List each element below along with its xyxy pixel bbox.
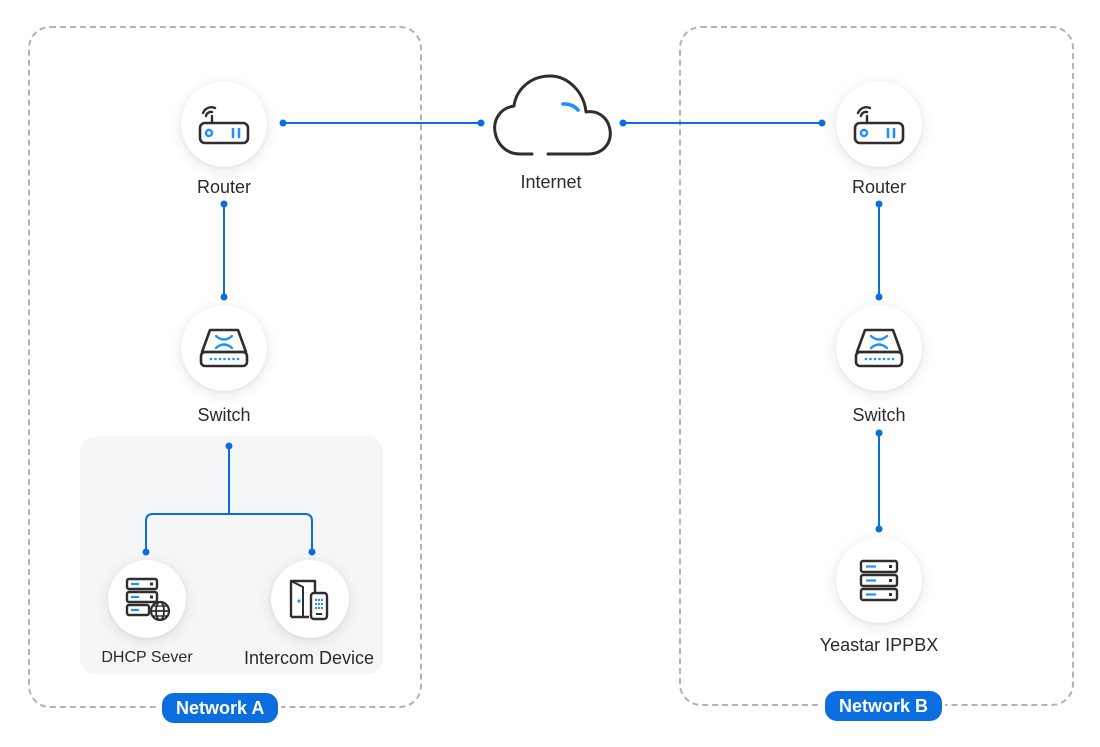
switch-a-label: Switch [197,405,251,425]
router-b-label: Router [851,177,907,197]
dhcp-server-node[interactable] [108,560,186,638]
endpoint-dot [220,200,228,208]
endpoint-dot [818,119,826,127]
intercom-device-label: Intercom Device [243,648,375,668]
cloud-icon [493,74,612,156]
endpoint-dot [279,119,287,127]
dhcp-server-label: DHCP Sever [101,649,193,666]
intercom-icon [289,579,329,621]
switch-icon [854,328,904,368]
link-switch-a-endpoints [145,446,313,552]
intercom-device-node[interactable] [271,560,349,638]
endpoint-dot [875,429,883,437]
endpoint-dot [477,119,485,127]
router-a-label: Router [196,177,252,197]
endpoint-dot [220,293,228,301]
endpoint-dot [308,548,316,556]
router-b-node[interactable] [836,81,922,167]
network-a-badge: Network A [159,690,282,726]
server-icon [859,559,899,602]
server-icon [125,577,171,622]
endpoint-dot [619,119,627,127]
endpoint-dot [225,442,233,450]
router-a-node[interactable] [181,81,267,167]
endpoint-dot [142,548,150,556]
switch-icon [199,328,249,368]
internet-cloud[interactable] [490,68,614,160]
ippbx-label: Yeastar IPPBX [819,635,939,655]
switch-b-label: Switch [852,405,906,425]
ippbx-node[interactable] [836,537,922,623]
router-icon [198,106,250,145]
endpoint-dot [875,525,883,533]
switch-a-node[interactable] [181,305,267,391]
network-b-badge: Network B [822,688,946,724]
endpoint-dot [875,200,883,208]
internet-label: Internet [520,172,582,192]
switch-b-node[interactable] [836,305,922,391]
endpoint-dot [875,293,883,301]
router-icon [853,106,905,145]
